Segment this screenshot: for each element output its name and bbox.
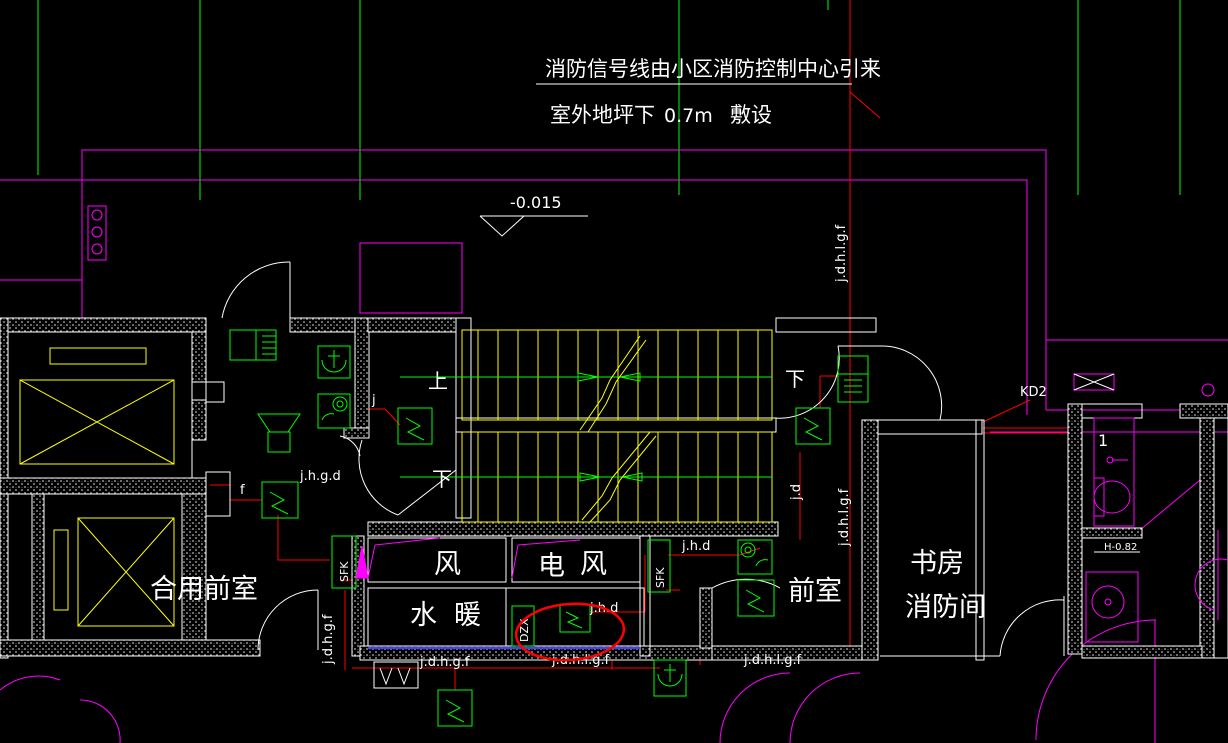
cable-label-jhgd: j.h.g.d <box>299 469 341 484</box>
stair-steps <box>477 330 759 522</box>
room-electric: 电 <box>538 551 565 582</box>
cable-label-jhd-top: j.h.d <box>681 539 710 554</box>
cable-label-vertical-mid: j.d.h.l.g.f <box>837 488 852 547</box>
room-shared-lobby: 合用前室 <box>150 574 258 605</box>
sfk-right-tag: SFK <box>654 567 667 588</box>
distribution-box-icon <box>229 329 869 403</box>
riser-lines <box>37 0 1181 200</box>
elevation-marker-icon <box>479 215 588 237</box>
door-swing-icon <box>205 261 1065 657</box>
speaker-icon <box>257 413 301 453</box>
cable-label-j: j <box>371 393 376 408</box>
cable-lines <box>210 0 1068 690</box>
stair-arrows <box>400 372 772 482</box>
stair-break-line <box>579 335 657 523</box>
stair-treads <box>461 329 773 523</box>
sfk-left-tag: SFK <box>338 561 351 582</box>
sounder-icon <box>317 345 687 697</box>
stair-down-left-label: 下 <box>432 467 452 491</box>
detector-icon <box>317 393 773 575</box>
room-wind-right: 风 <box>580 549 607 580</box>
washbasin-icon <box>1085 571 1139 643</box>
burial-suffix-note: 敷设 <box>730 103 772 127</box>
bathroom-fixtures <box>1073 373 1228 643</box>
room-heating: 暖 <box>454 600 481 631</box>
lift-car-icon <box>19 347 175 627</box>
cable-label-jdhgf-left: j.d.h.g.f <box>321 614 336 665</box>
signal-line-note: 消防信号线由小区消防控制中心引来 <box>545 57 881 81</box>
room-fire-room: 消防间 <box>905 592 986 623</box>
fire-phone-icon <box>373 661 419 689</box>
room-labels: 合用前室 风 风 水 暖 电 前室 书房 消防间 <box>150 548 986 631</box>
cable-label-vertical-top: j.d.h.l.g.f <box>834 224 849 283</box>
toilet-icon <box>1093 477 1131 517</box>
washroom-elevation: H-0.82 <box>1104 542 1137 553</box>
cable-label-jdhlgf-right: j.d.h.l.g.f <box>743 653 802 668</box>
room-wind-left: 风 <box>434 549 461 580</box>
highlight-circle <box>514 602 626 662</box>
room-front-room: 前室 <box>788 576 842 607</box>
stair-down-right-label: 下 <box>785 367 805 391</box>
cable-label-jdhgf-bottom: j.d.h.g.f <box>419 655 470 670</box>
alarm-button-icon <box>261 407 831 727</box>
room-water: 水 <box>410 600 437 631</box>
signal-light-icon <box>87 205 107 261</box>
bath-index-tag: 1 <box>1098 431 1108 450</box>
room-study: 书房 <box>910 548 964 579</box>
burial-prefix-note: 室外地坪下 <box>550 103 655 127</box>
burial-depth-note: 0.7m <box>664 105 713 127</box>
cable-label-jd: j.d <box>789 484 804 501</box>
walls <box>0 317 1228 661</box>
cable-label-kd2: KD2 <box>1020 385 1047 400</box>
dzx-tag: DZX <box>518 618 531 642</box>
cable-label-f: f <box>240 483 245 498</box>
shaft-markings <box>355 537 640 649</box>
equipment <box>229 329 869 727</box>
outdoor-elevation: -0.015 <box>510 193 562 212</box>
stair-up-label: 上 <box>428 369 448 393</box>
